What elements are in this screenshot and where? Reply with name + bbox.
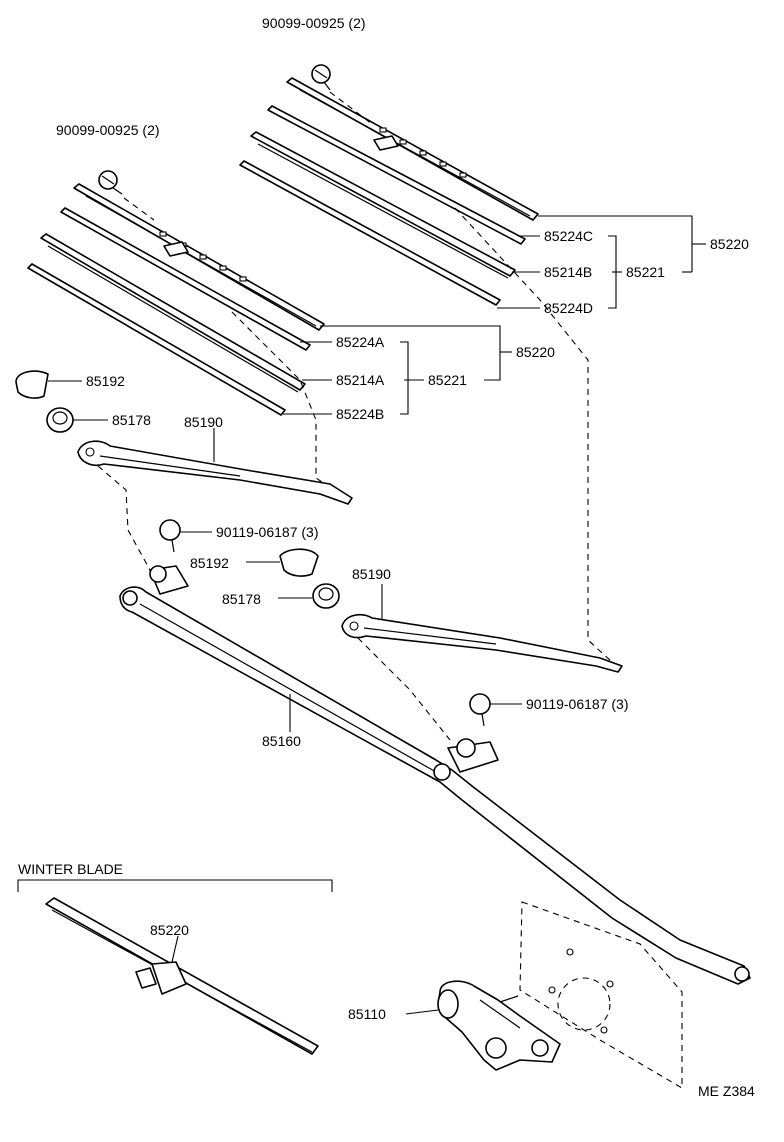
part-85110-label: 85110 [348,1006,386,1022]
blade-assembly-left [27,183,325,416]
part-85192-upper-label: 85192 [86,373,125,389]
blade-assembly-right [239,77,539,306]
nut-upper-label: 90119-06187 (3) [216,524,318,540]
part-85214A-label: 85214A [336,372,385,388]
bolt-left-label: 90099-00925 (2) [56,122,160,138]
wiper-arm-upper [77,440,353,505]
arm-nut-lower-icon [312,583,340,609]
part-85224A-label: 85224A [336,334,385,350]
part-85220-right-label: 85220 [710,236,749,252]
part-85220-winter-label: 85220 [150,922,189,938]
winter-blade-title: WINTER BLADE [18,861,123,877]
winter-blade-icon [45,897,319,1055]
part-85224B-label: 85224B [336,406,384,422]
winter-blade-bracket [17,879,333,892]
diagram-code: ME Z384 [698,1083,755,1099]
part-85214B-label: 85214B [544,264,592,280]
part-85220-left-label: 85220 [516,344,555,360]
part-85224C-label: 85224C [544,228,593,244]
pivot-nut-lower-icon [469,693,491,727]
part-85192-lower-label: 85192 [190,555,229,571]
pivot-nut-upper-icon [159,519,181,553]
part-85190-lower-label: 85190 [352,566,391,582]
bolt-upper-label: 90099-00925 (2) [262,15,366,31]
arm-nut-upper-icon [46,407,74,433]
part-85190-upper-label: 85190 [184,414,223,430]
part-85224D-label: 85224D [544,300,593,316]
nut-lower-label: 90119-06187 (3) [526,696,628,712]
part-85221-left-label: 85221 [428,372,467,388]
bolt-upper-icon [311,64,331,91]
part-85221-right-label: 85221 [626,264,665,280]
part-85178-upper-label: 85178 [112,412,151,428]
arm-cap-lower-icon [279,548,319,577]
wiper-link-85160 [119,565,751,985]
arm-cap-upper-icon [15,370,49,399]
motor-bracket [519,901,683,1089]
wiper-arm-lower [341,613,623,673]
part-85160-label: 85160 [262,733,301,749]
wiper-motor-icon [437,980,561,1071]
bolt-left-icon [98,170,123,195]
part-85178-lower-label: 85178 [222,591,261,607]
